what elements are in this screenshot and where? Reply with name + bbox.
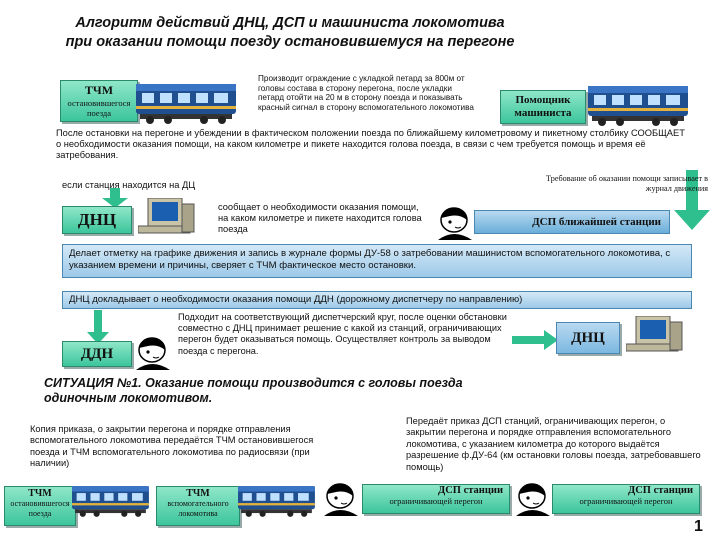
dsp-station-1-sub: ограничивающей перегон [389, 496, 483, 506]
ddn-label: ДДН [80, 346, 114, 362]
train-icon [238, 486, 315, 517]
train-icon [588, 86, 688, 126]
dnc-label: ДНЦ [77, 210, 117, 229]
tchm-bottom-1-label: ТЧМ [28, 488, 52, 499]
train-icon [72, 486, 149, 517]
dnc-box: ДНЦ [62, 206, 132, 234]
dnc-box-2: ДНЦ [556, 322, 620, 354]
tchm-bottom-2-label: ТЧМ [186, 488, 210, 499]
if-station-text: если станция находится на ДЦ [62, 180, 196, 190]
computer-icon [138, 198, 195, 234]
tchm-top-box: ТЧМ остановившегося поезда [60, 80, 138, 122]
arrow-icon [674, 170, 710, 230]
page-number: 1 [694, 518, 703, 535]
fencing-text: Производит ограждение с укладкой петард … [258, 74, 474, 112]
dsp-station-1-label: ДСП станции [438, 485, 503, 496]
tchm-top-label: ТЧМ [84, 83, 114, 97]
computer-icon [626, 316, 683, 352]
situation-line-2: одиночным локомотивом. [44, 391, 213, 405]
title-line-2: при оказании помощи поезду остановившему… [65, 34, 515, 50]
dsp-nearest-label: ДСП ближайшей станции [532, 216, 661, 228]
arrow-icon [512, 330, 558, 350]
title-line-1: Алгоритм действий ДНЦ, ДСП и машиниста л… [75, 15, 505, 31]
arrow-icon [87, 310, 109, 344]
dsp-station-2: ДСП станции ограничивающей перегон [552, 484, 700, 514]
mark-box: Делает отметку на графике движения и зап… [62, 244, 692, 278]
page-title: Алгоритм действий ДНЦ, ДСП и машиниста л… [0, 14, 580, 52]
ddn-box: ДДН [62, 341, 132, 367]
situation-line-1: СИТУАЦИЯ №1. Оказание помощи производитс… [44, 376, 463, 390]
tchm-bottom-1: ТЧМ остановившегося поезда [4, 486, 76, 526]
request-note: Требование об оказании помощи записывает… [546, 174, 708, 193]
dsp-station-1: ДСП станции ограничивающей перегон [362, 484, 510, 514]
assistant-label: Помощник машиниста [514, 94, 572, 119]
ddn-text: Подходит на соответствующий диспетчерски… [178, 312, 507, 356]
transfer-order-text: Передаёт приказ ДСП станций, ограничиваю… [406, 416, 701, 472]
after-stop-text: После остановки на перегоне и убеждении … [56, 128, 685, 161]
assistant-box: Помощник машиниста [500, 90, 586, 124]
tchm-bottom-1-sub: остановившегося поезда [10, 499, 70, 518]
dnc-label-2: ДНЦ [571, 330, 605, 346]
situation-heading: СИТУАЦИЯ №1. Оказание помощи производитс… [44, 376, 504, 406]
mark-text: Делает отметку на графике движения и зап… [69, 248, 671, 271]
train-icon [136, 84, 236, 124]
tchm-bottom-2: ТЧМ вспомогательного локомотива [156, 486, 240, 526]
dsp-nearest-box: ДСП ближайшей станции [474, 210, 670, 234]
arrow-icon [102, 188, 128, 208]
dispatcher-icon [324, 482, 359, 516]
dispatcher-icon [516, 482, 551, 516]
dsp-station-2-label: ДСП станции [628, 485, 693, 496]
tchm-top-sub: остановившегося поезда [67, 98, 131, 118]
dsp-station-2-sub: ограничивающей перегон [579, 496, 673, 506]
copy-order-text: Копия приказа, о закрытии перегона и пор… [30, 424, 314, 469]
reports-text: сообщает о необходимости оказания помощи… [218, 202, 422, 235]
dispatcher-icon [136, 336, 171, 370]
dnc-ddn-box: ДНЦ докладывает о необходимости оказания… [62, 291, 692, 309]
dispatcher-icon [438, 206, 473, 240]
dnc-ddn-text: ДНЦ докладывает о необходимости оказания… [69, 294, 523, 305]
tchm-bottom-2-sub: вспомогательного локомотива [167, 499, 229, 518]
